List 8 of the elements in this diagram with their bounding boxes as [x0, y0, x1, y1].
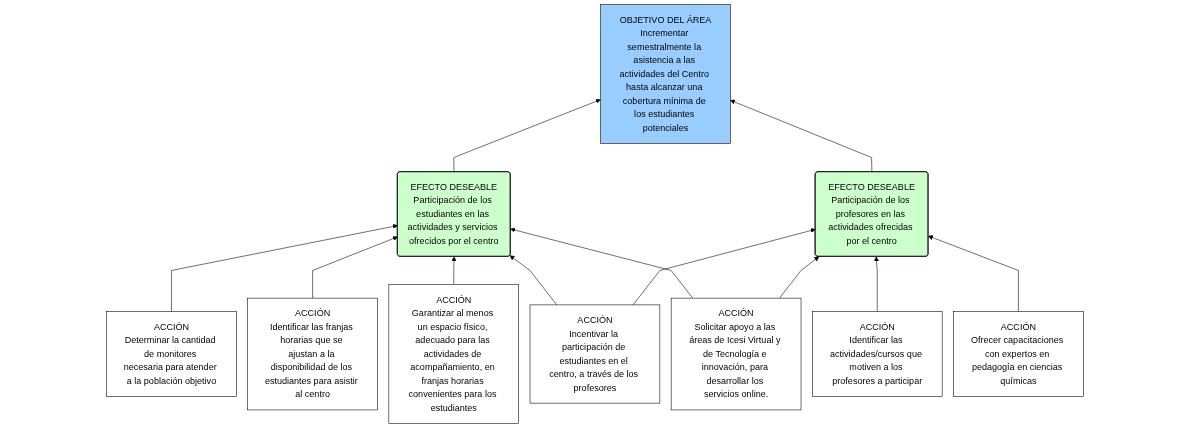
node-box: ACCIÓN Determinar la cantidad de monitores necesaria para atender a la población objetivo [105, 311, 237, 397]
node-box: ACCIÓN Identificar las franjas horarias que se ajustan a la disponibilidad de los estudiantes para asistir al centro [246, 297, 378, 411]
node-box: ACCIÓN Garantizar al menos un espacio físico, adecuado para las actividades de acompañamiento, en franjas horarias convenientes para los estudiantes [388, 284, 519, 424]
node-box: ACCIÓN Ofrecer capacitaciones con expertos en pedagogía en ciencias químicas [952, 311, 1084, 397]
node-box: ACCIÓN Identificar las actividades/cursos que motiven a los profesores a participar [811, 311, 942, 397]
node-box: OBJETIVO DEL ÁREA Incrementar semestralmente la asistencia a las actividades del Centro hasta alcanzar una cobertura mínima de los estudiantes potenciales [599, 4, 731, 144]
node-box: ACCIÓN Incentivar la participación de estudiantes en el centro, a través de los profesores [529, 304, 660, 404]
node-box: ACCIÓN Solicitar apoyo a las áreas de Icesi Virtual y de Tecnología e innovación, para desarrollar los servicios online. [670, 297, 801, 411]
